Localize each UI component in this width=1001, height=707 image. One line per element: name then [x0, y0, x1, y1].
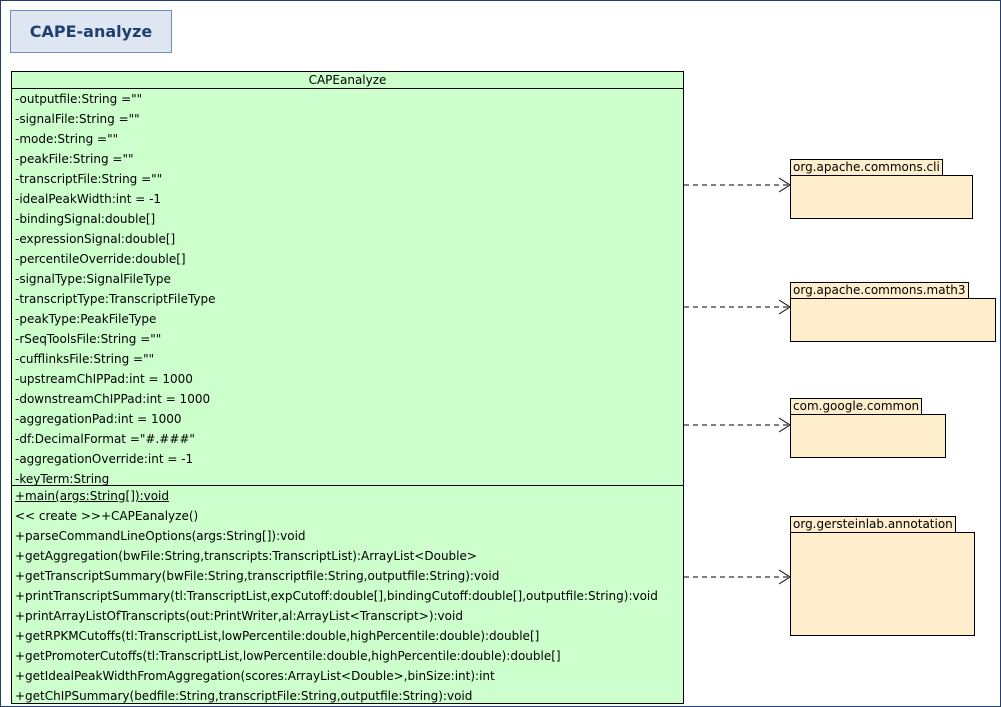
operation-row: +printTranscriptSummary(tl:TranscriptLis…: [15, 589, 658, 603]
attribute-row: -df:DecimalFormat ="#.###": [15, 432, 195, 446]
package-body: [790, 414, 946, 458]
package-name: org.gersteinlab.annotation: [790, 516, 956, 533]
operation-row: +parseCommandLineOptions(args:String[]):…: [15, 529, 306, 543]
diagram-title: CAPE-analyze: [10, 10, 172, 53]
attribute-row: -percentileOverride:double[]: [15, 252, 186, 266]
package-body: [790, 298, 996, 342]
attribute-row: -mode:String ="": [15, 132, 119, 146]
attribute-row: -outputfile:String ="": [15, 92, 143, 106]
operation-row: +getRPKMCutoffs(tl:TranscriptList,lowPer…: [15, 629, 540, 643]
package-body: [790, 175, 973, 219]
attributes-compartment: -outputfile:String ="" -signalFile:Strin…: [12, 89, 683, 486]
attribute-row: -idealPeakWidth:int = -1: [15, 192, 162, 206]
operation-row: +main(args:String[]):void: [15, 489, 170, 503]
operation-row: +getTranscriptSummary(bwFile:String,tran…: [15, 569, 500, 583]
attribute-row: -transcriptType:TranscriptFileType: [15, 292, 216, 306]
operation-row: +getAggregation(bwFile:String,transcript…: [15, 549, 477, 563]
attribute-row: -peakFile:String ="": [15, 152, 134, 166]
operations-compartment: +main(args:String[]):void << create >>+C…: [12, 486, 683, 706]
dependency-arrow: [684, 417, 791, 433]
operation-row: +getIdealPeakWidthFromAggregation(scores…: [15, 669, 495, 683]
attribute-row: -aggregationOverride:int = -1: [15, 452, 194, 466]
attribute-row: -bindingSignal:double[]: [15, 212, 156, 226]
attribute-row: -upstreamChIPPad:int = 1000: [15, 372, 193, 386]
operation-row: +getChIPSummary(bedfile:String,transcrip…: [15, 689, 473, 703]
dependency-arrow: [684, 177, 791, 193]
package-body: [790, 532, 975, 636]
attribute-row: -signalType:SignalFileType: [15, 272, 171, 286]
package-name: com.google.common: [790, 398, 923, 415]
operation-row: << create >>+CAPEanalyze(): [15, 509, 199, 523]
class-name: CAPEanalyze: [12, 72, 683, 89]
dependency-arrow: [684, 299, 791, 315]
operation-row: +getPromoterCutoffs(tl:TranscriptList,lo…: [15, 649, 561, 663]
attribute-row: -signalFile:String ="": [15, 112, 140, 126]
attribute-row: -keyTerm:String: [15, 472, 110, 486]
dependency-arrow: [684, 569, 791, 585]
attribute-row: -peakType:PeakFileType: [15, 312, 157, 326]
attribute-row: -aggregationPad:int = 1000: [15, 412, 182, 426]
attribute-row: -rSeqToolsFile:String ="": [15, 332, 162, 346]
attribute-row: -downstreamChIPPad:int = 1000: [15, 392, 211, 406]
attribute-row: -transcriptFile:String ="": [15, 172, 163, 186]
operation-row: +printArrayListOfTranscripts(out:PrintWr…: [15, 609, 463, 623]
attribute-row: -cufflinksFile:String ="": [15, 352, 155, 366]
attribute-row: -expressionSignal:double[]: [15, 232, 176, 246]
class-capeanalyze[interactable]: CAPEanalyze -outputfile:String ="" -sign…: [11, 71, 684, 704]
